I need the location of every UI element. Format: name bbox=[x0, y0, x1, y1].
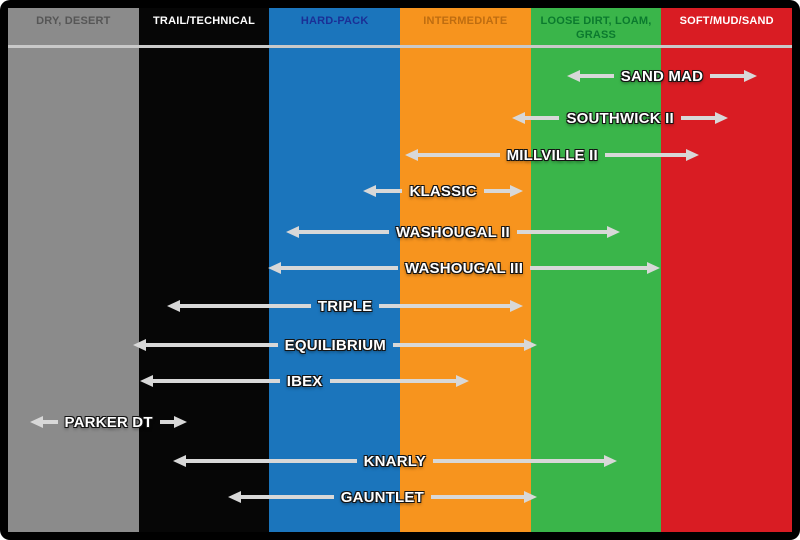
column-dry-desert: DRY, DESERT bbox=[8, 8, 139, 532]
tire-range-arrow: WASHOUGAL III bbox=[268, 257, 661, 279]
arrow-right-head-icon bbox=[509, 185, 523, 197]
column-hard-pack: HARD-PACK bbox=[269, 8, 401, 532]
arrow-line bbox=[680, 116, 715, 120]
arrow-line bbox=[281, 266, 398, 270]
tire-range-arrow: KNARLY bbox=[172, 450, 617, 472]
column-soft-mud-sand: SOFT/MUD/SAND bbox=[661, 8, 793, 532]
tire-name-label: PARKER DT bbox=[64, 413, 153, 431]
arrow-line bbox=[376, 189, 403, 193]
arrow-line bbox=[159, 420, 174, 424]
arrow-right-head-icon bbox=[714, 112, 728, 124]
arrow-left-head-icon bbox=[512, 112, 526, 124]
arrow-right-head-icon bbox=[524, 339, 538, 351]
tire-range-arrow: SAND MAD bbox=[567, 65, 757, 87]
tire-name-label: SOUTHWICK II bbox=[566, 109, 674, 127]
arrow-left-head-icon bbox=[133, 339, 147, 351]
arrow-right-head-icon bbox=[509, 300, 523, 312]
tire-name-label: KNARLY bbox=[363, 452, 426, 470]
arrow-right-head-icon bbox=[743, 70, 757, 82]
arrow-left-head-icon bbox=[363, 185, 377, 197]
arrow-line bbox=[379, 304, 510, 308]
arrow-line bbox=[604, 153, 687, 157]
arrow-left-head-icon bbox=[268, 262, 282, 274]
arrow-right-head-icon bbox=[456, 375, 470, 387]
arrow-line bbox=[483, 189, 510, 193]
tire-name-label: WASHOUGAL II bbox=[396, 223, 510, 241]
arrow-line bbox=[418, 153, 500, 157]
column-trail-technical: TRAIL/TECHNICAL bbox=[138, 8, 270, 532]
arrow-right-head-icon bbox=[524, 491, 538, 503]
arrow-line bbox=[393, 343, 525, 347]
arrow-left-head-icon bbox=[172, 455, 186, 467]
arrow-line bbox=[530, 266, 648, 270]
arrow-right-head-icon bbox=[647, 262, 661, 274]
arrow-right-head-icon bbox=[606, 226, 620, 238]
arrow-right-head-icon bbox=[686, 149, 700, 161]
arrow-line bbox=[432, 459, 604, 463]
arrow-left-head-icon bbox=[405, 149, 419, 161]
arrow-left-head-icon bbox=[167, 300, 181, 312]
column-header: DRY, DESERT bbox=[36, 15, 111, 27]
tire-range-arrow: TRIPLE bbox=[167, 295, 523, 317]
tire-name-label: IBEX bbox=[286, 372, 323, 390]
column-header: LOOSE DIRT, LOAM, GRASS bbox=[540, 15, 652, 41]
tire-range-arrow: SOUTHWICK II bbox=[512, 107, 728, 129]
arrow-left-head-icon bbox=[227, 491, 241, 503]
arrow-left-head-icon bbox=[286, 226, 300, 238]
arrow-left-head-icon bbox=[30, 416, 44, 428]
column-loose-dirt-loam-grass: LOOSE DIRT, LOAM, GRASS bbox=[530, 8, 662, 532]
tire-name-label: WASHOUGAL III bbox=[404, 259, 524, 277]
tire-name-label: GAUNTLET bbox=[340, 488, 424, 506]
arrow-line bbox=[240, 495, 334, 499]
tire-name-label: MILLVILLE II bbox=[506, 146, 598, 164]
tire-name-label: KLASSIC bbox=[409, 182, 477, 200]
arrow-line bbox=[299, 230, 390, 234]
arrow-line bbox=[516, 230, 607, 234]
arrow-line bbox=[152, 379, 280, 383]
arrow-line bbox=[185, 459, 357, 463]
arrow-left-head-icon bbox=[567, 70, 581, 82]
tire-name-label: SAND MAD bbox=[620, 67, 704, 85]
tire-name-label: TRIPLE bbox=[317, 297, 373, 315]
terrain-columns: DRY, DESERT TRAIL/TECHNICAL HARD-PACK INTER… bbox=[8, 8, 793, 532]
tire-range-arrow: KLASSIC bbox=[363, 180, 523, 202]
arrow-line bbox=[146, 343, 278, 347]
tire-range-arrow: PARKER DT bbox=[30, 411, 187, 433]
tire-range-arrow: WASHOUGAL II bbox=[286, 221, 620, 243]
arrow-right-head-icon bbox=[174, 416, 187, 428]
arrow-line bbox=[180, 304, 311, 308]
column-intermediate: INTERMEDIATE bbox=[400, 8, 531, 532]
tire-range-arrow: EQUILIBRIUM bbox=[133, 334, 538, 356]
tire-range-arrow: GAUNTLET bbox=[227, 486, 538, 508]
tire-name-label: EQUILIBRIUM bbox=[284, 336, 386, 354]
column-header: SOFT/MUD/SAND bbox=[679, 15, 774, 27]
arrow-line bbox=[430, 495, 525, 499]
arrow-line bbox=[710, 74, 744, 78]
column-header: HARD-PACK bbox=[300, 15, 369, 27]
tire-range-arrow: MILLVILLE II bbox=[405, 144, 700, 166]
arrow-line bbox=[43, 420, 58, 424]
header-separator bbox=[8, 45, 792, 48]
arrow-left-head-icon bbox=[139, 375, 153, 387]
column-header: TRAIL/TECHNICAL bbox=[153, 15, 255, 27]
column-header: INTERMEDIATE bbox=[423, 15, 508, 27]
tire-range-arrow: IBEX bbox=[139, 370, 470, 392]
arrow-line bbox=[329, 379, 457, 383]
arrow-right-head-icon bbox=[603, 455, 617, 467]
arrow-line bbox=[580, 74, 614, 78]
arrow-line bbox=[525, 116, 560, 120]
